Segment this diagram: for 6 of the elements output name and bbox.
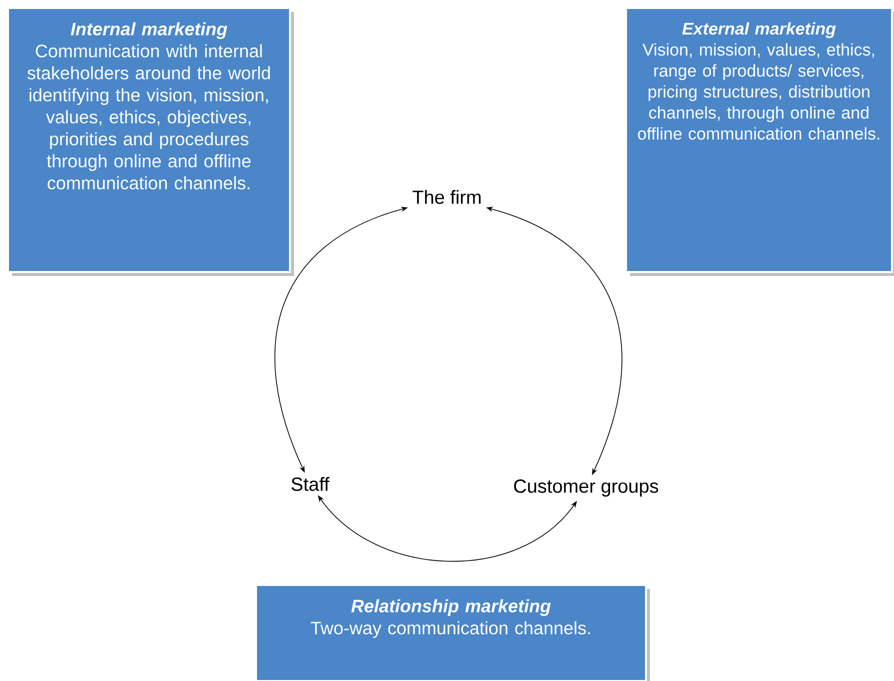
text-box: External marketing Vision, mission, values, ethics, range of products/ services, pricing structures, distribution channels, through online and offline communication channels. <box>625 7 894 276</box>
text-box: Relationship marketing Two-way communication channels. <box>255 584 650 681</box>
node-label: The firm <box>412 190 481 204</box>
node-label: Customer groups <box>514 479 658 497</box>
node-label: Staff <box>292 477 330 491</box>
text-box: Internal marketing Communication with internal stakeholders around the world identifying the vision, mission, values, ethics, objectives, priorities and procedures through online and offline communication channels. <box>7 7 294 276</box>
